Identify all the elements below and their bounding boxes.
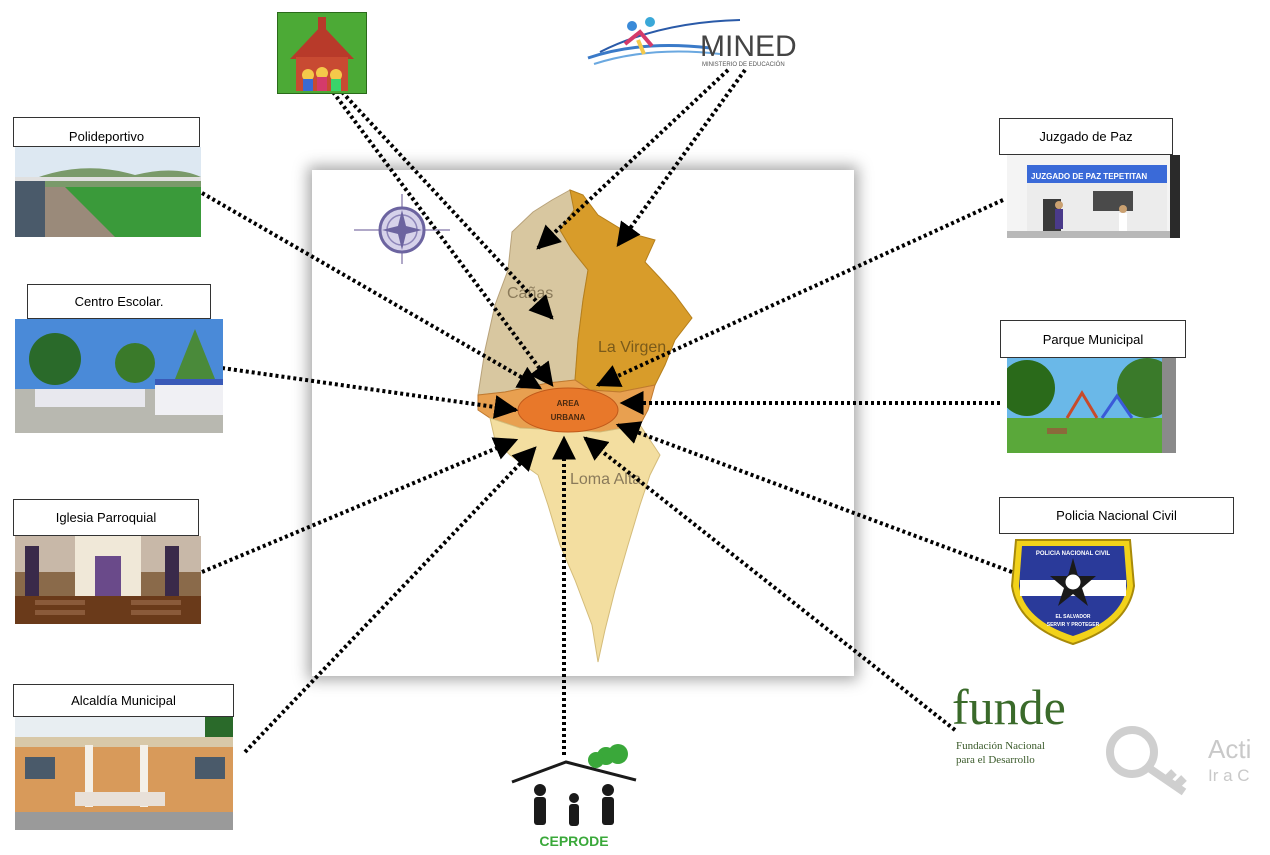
region-label-canas: Cañas: [507, 285, 553, 302]
arrow-juzgado: [595, 198, 1004, 387]
funde-line1: Fundación Nacional: [956, 740, 1045, 752]
ceprode-logo: CEPRODE: [506, 742, 642, 850]
label-parque-municipal: Parque Municipal: [1000, 320, 1186, 358]
photo-juzgado-de-paz: JUZGADO DE PAZ TEPETITAN: [1007, 155, 1180, 238]
mined-logo: MINED MINISTERIO DE EDUCACIÓN: [580, 10, 830, 74]
juzgado-sign-text: JUZGADO DE PAZ TEPETITAN: [1031, 172, 1147, 181]
label-centro-escolar: Centro Escolar.: [27, 284, 211, 319]
region-la-virgen: [559, 189, 693, 393]
region-label-loma-alta: Loma Alta: [570, 471, 641, 488]
photo-polideportivo: [15, 147, 201, 237]
funde-line2: para el Desarrollo: [956, 754, 1035, 766]
policia-badge-bottom: SERVIR Y PROTEGER: [1047, 622, 1100, 628]
label-iglesia-parroquial: Iglesia Parroquial: [13, 499, 199, 536]
region-label-la-virgen: La Virgen: [598, 339, 666, 356]
arrow-polideportivo: [201, 191, 543, 390]
arrow-funde: [583, 436, 957, 732]
mined-title: MINED: [700, 30, 797, 63]
funde-logo: funde Fundación Nacional para el Desarro…: [950, 679, 1066, 780]
area-urbana-line1: AREA: [557, 399, 580, 408]
policia-badge-mid: EL SALVADOR: [1055, 614, 1090, 620]
arrow-mined-2: [616, 68, 747, 247]
mined-subtitle: MINISTERIO DE EDUCACIÓN: [702, 61, 785, 68]
policia-badge-icon: POLICIA NACIONAL CIVIL EL SALVADOR SERVI…: [1008, 536, 1138, 646]
label-policia-nacional-civil: Policia Nacional Civil: [999, 497, 1234, 534]
photo-centro-escolar: [15, 319, 223, 433]
region-loma-alta: [489, 417, 661, 663]
policia-badge-top: POLICIA NACIONAL CIVIL: [1036, 551, 1111, 557]
municipality-map: [477, 189, 693, 663]
photo-parque-municipal: [1007, 358, 1176, 453]
funde-title: funde: [952, 679, 1066, 735]
area-urbana-ellipse: [517, 387, 619, 433]
key-icon: [1106, 726, 1187, 796]
label-polideportivo: Polideportivo: [13, 117, 200, 147]
label-juzgado-de-paz: Juzgado de Paz: [999, 118, 1173, 155]
arrow-iglesia: [201, 437, 519, 574]
school-house-icon: [277, 12, 367, 94]
arrow-policia: [615, 421, 1013, 574]
connector-arrows: [201, 68, 1013, 755]
activate-windows-watermark: Acti Ir a C: [1100, 720, 1270, 800]
watermark-line1: Acti: [1208, 734, 1252, 764]
arrow-alcaldia: [243, 446, 537, 754]
arrow-mined-1: [536, 68, 730, 250]
label-alcaldia-municipal: Alcaldía Municipal: [13, 684, 234, 717]
ceprode-text: CEPRODE: [539, 833, 608, 849]
arrow-school-icon: [331, 90, 554, 387]
watermark-line2: Ir a C: [1208, 766, 1250, 785]
compass-rose-icon: [354, 194, 450, 264]
photo-iglesia-parroquial: [15, 536, 201, 624]
photo-alcaldia-municipal: [15, 717, 233, 830]
arrow-centro-escolar: [221, 366, 519, 419]
area-urbana-line2: URBANA: [551, 413, 586, 422]
